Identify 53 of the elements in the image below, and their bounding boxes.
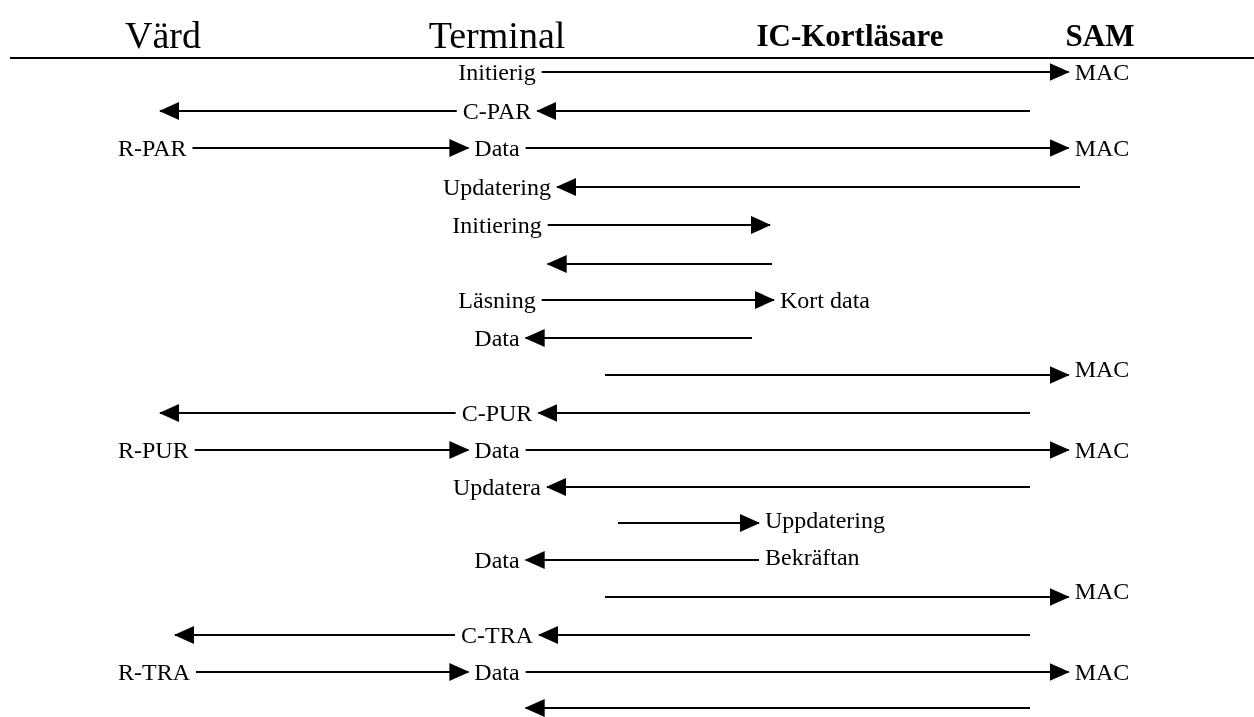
column-heading: Värd: [125, 16, 201, 54]
message-label: Initiering: [452, 213, 542, 237]
arrow: [546, 255, 773, 273]
message-label: Kort data: [780, 288, 870, 312]
message-label: MAC: [1074, 357, 1130, 381]
message-label: Uppdatering: [765, 508, 885, 532]
message-label: Data: [474, 438, 520, 462]
message-label: Data: [474, 326, 520, 350]
column-heading: Terminal: [428, 16, 566, 54]
arrow: [159, 404, 457, 422]
message-label: Bekräftan: [765, 545, 860, 569]
arrow: [604, 366, 1070, 384]
message-label: MAC: [1074, 579, 1130, 603]
message-label: C-PAR: [462, 99, 532, 123]
arrow: [540, 63, 1070, 81]
message-label: C-PUR: [461, 401, 533, 425]
message-label: Data: [474, 548, 520, 572]
arrow: [556, 178, 1081, 196]
arrow: [540, 291, 775, 309]
message-label: R-PAR: [118, 136, 187, 160]
message-label: MAC: [1074, 438, 1130, 462]
message-label: Updatera: [453, 475, 541, 499]
message-label: C-TRA: [461, 623, 533, 647]
message-label: R-PUR: [118, 438, 189, 462]
arrow: [191, 139, 470, 157]
message-label: Läsning: [458, 288, 536, 312]
arrow: [546, 478, 1031, 496]
message-label: Updatering: [443, 175, 551, 199]
arrow: [524, 441, 1070, 459]
message-label: R-TRA: [118, 660, 190, 684]
arrow: [524, 699, 1031, 717]
column-heading: IC-Kortläsare: [756, 19, 944, 51]
arrow: [538, 626, 1031, 644]
arrow: [604, 588, 1070, 606]
message-label: Data: [474, 136, 520, 160]
arrow: [546, 216, 771, 234]
arrow: [159, 102, 458, 120]
arrow: [524, 329, 753, 347]
message-label: MAC: [1074, 660, 1130, 684]
arrow: [195, 663, 470, 681]
arrow: [174, 626, 456, 644]
message-label: Data: [474, 660, 520, 684]
arrow: [524, 139, 1070, 157]
arrow: [193, 441, 470, 459]
arrow: [536, 102, 1031, 120]
message-label: Initierig: [458, 60, 536, 84]
arrow: [524, 663, 1070, 681]
arrow: [537, 404, 1031, 422]
arrow: [524, 551, 760, 569]
message-label: MAC: [1074, 60, 1130, 84]
message-label: MAC: [1074, 136, 1130, 160]
column-heading: SAM: [1065, 19, 1135, 51]
arrow: [617, 514, 760, 532]
